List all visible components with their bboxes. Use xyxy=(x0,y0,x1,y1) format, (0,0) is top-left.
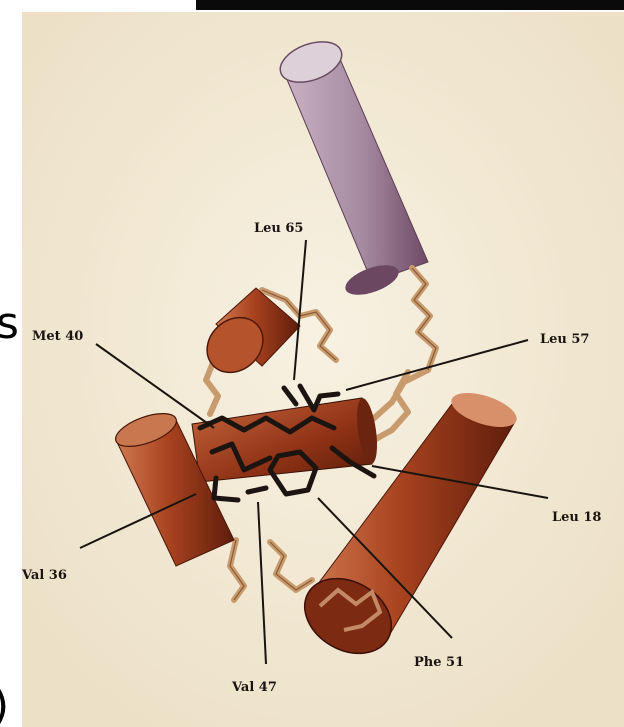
edge-fragment-lower: ) xyxy=(0,680,9,727)
label-phe51: Phe 51 xyxy=(414,655,464,670)
label-val36: Val 36 xyxy=(21,568,67,583)
top-bar xyxy=(196,0,624,10)
edge-fragment-upper: s xyxy=(0,298,19,349)
label-met40: Met 40 xyxy=(32,329,83,344)
label-leu65: Leu 65 xyxy=(254,221,303,236)
label-val47: Val 47 xyxy=(231,680,277,695)
label-leu57: Leu 57 xyxy=(540,332,589,347)
label-leu18: Leu 18 xyxy=(552,510,601,525)
